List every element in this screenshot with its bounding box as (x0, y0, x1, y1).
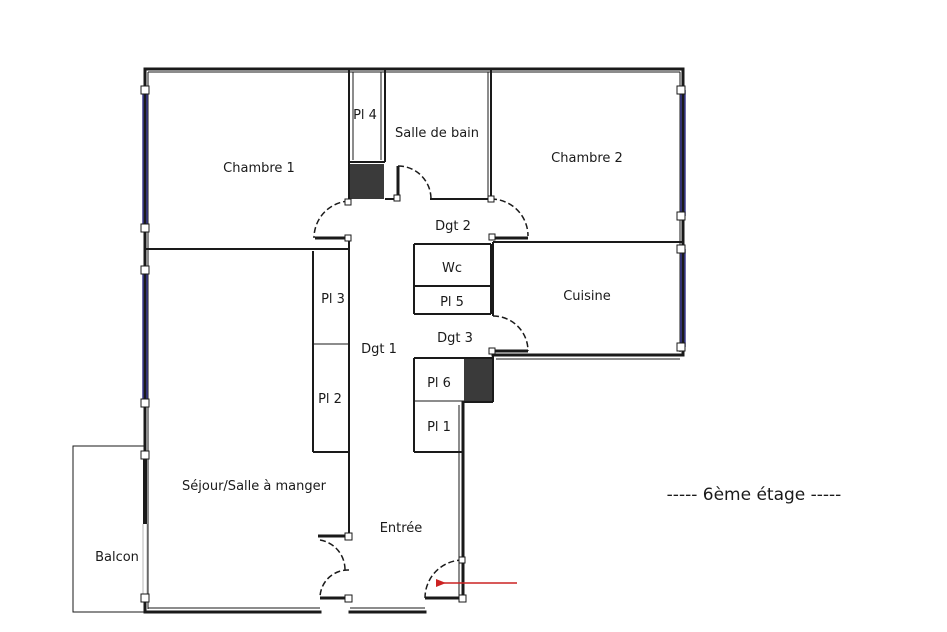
label-balcon: Balcon (95, 550, 139, 565)
exterior-walls-thin (147, 71, 681, 609)
label-pl-3: Pl 3 (321, 292, 345, 307)
door-bath (396, 165, 432, 200)
label-pl-1: Pl 1 (427, 420, 451, 435)
door-chambre2 (490, 198, 529, 240)
doors (313, 165, 529, 600)
label-chambre-1: Chambre 1 (223, 161, 295, 176)
label-pl-4: Pl 4 (353, 108, 377, 123)
floor-label: ----- 6ème étage ----- (667, 485, 842, 505)
interior-walls (145, 69, 683, 536)
duct-pl6 (464, 359, 492, 401)
duct-pl4 (350, 164, 384, 199)
interior-walls-thin (313, 72, 489, 402)
label-wc: Wc (442, 261, 462, 276)
label-pl-5: Pl 5 (440, 295, 464, 310)
label-pl-6: Pl 6 (427, 376, 451, 391)
label-cuisine: Cuisine (563, 289, 611, 304)
door-chambre1 (313, 200, 350, 240)
label-salle-de-bain: Salle de bain (395, 126, 479, 141)
label-dgt-3: Dgt 3 (437, 331, 473, 346)
balcony-door (142, 455, 148, 598)
balcony (72, 445, 145, 613)
label-sejour: Séjour/Salle à manger (182, 479, 327, 494)
door-cuisine (492, 315, 529, 353)
door-sejour-lower (319, 569, 350, 600)
door-entrance (424, 559, 464, 600)
label-dgt-1: Dgt 1 (361, 342, 397, 357)
label-entree: Entrée (380, 521, 423, 536)
label-pl-2: Pl 2 (318, 392, 342, 407)
ducts (350, 164, 492, 401)
room-labels: Chambre 1 Pl 4 Salle de bain Chambre 2 D… (95, 108, 623, 565)
door-sejour (318, 534, 349, 571)
label-chambre-2: Chambre 2 (551, 151, 623, 166)
windows (142, 90, 686, 403)
wall-markers (140, 85, 686, 603)
label-dgt-2: Dgt 2 (435, 219, 471, 234)
